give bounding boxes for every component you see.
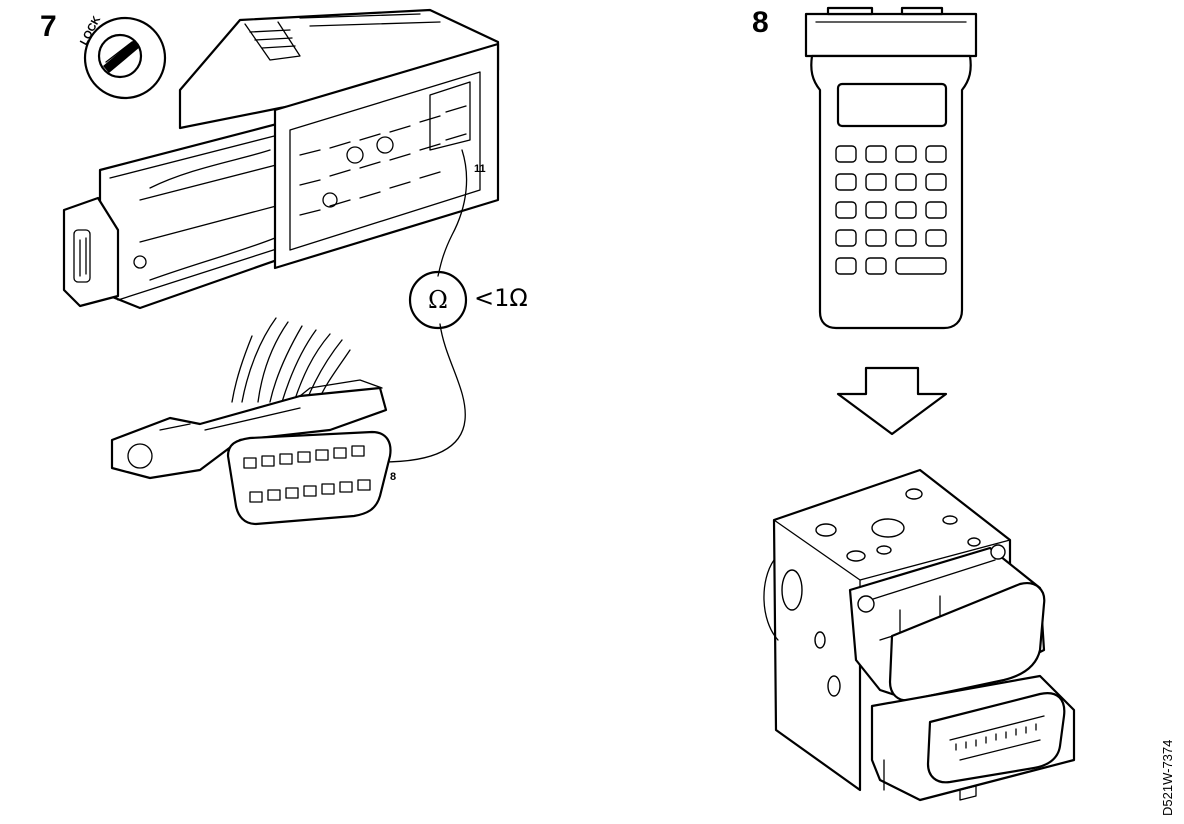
pin-8-label: 8 (390, 471, 396, 483)
tester-keypad (835, 145, 947, 275)
pin-11-label: 11 (474, 163, 486, 175)
diagnostic-tester (804, 6, 978, 330)
ignition-switch-icon (83, 16, 167, 100)
test-lead-lower (381, 323, 466, 463)
figure-7-number: 7 (40, 10, 57, 43)
ecu-connector (62, 8, 500, 310)
ohmmeter-symbol: Ω (428, 286, 448, 314)
dlc-pins-lower (249, 479, 371, 503)
arrow-down-icon (836, 366, 948, 436)
reference-code: D521W-7374 (1160, 739, 1175, 816)
figure-8-number: 8 (752, 6, 769, 39)
abs-hydraulic-unit (763, 468, 1076, 802)
ignition-lock-text: LOCK (78, 14, 103, 47)
dlc-pins-upper (243, 445, 365, 469)
test-lead-upper (437, 149, 468, 277)
tester-display (836, 82, 948, 128)
resistance-spec: <1Ω (474, 284, 528, 312)
ohmmeter-icon (408, 270, 468, 330)
dlc-connector (110, 317, 392, 526)
